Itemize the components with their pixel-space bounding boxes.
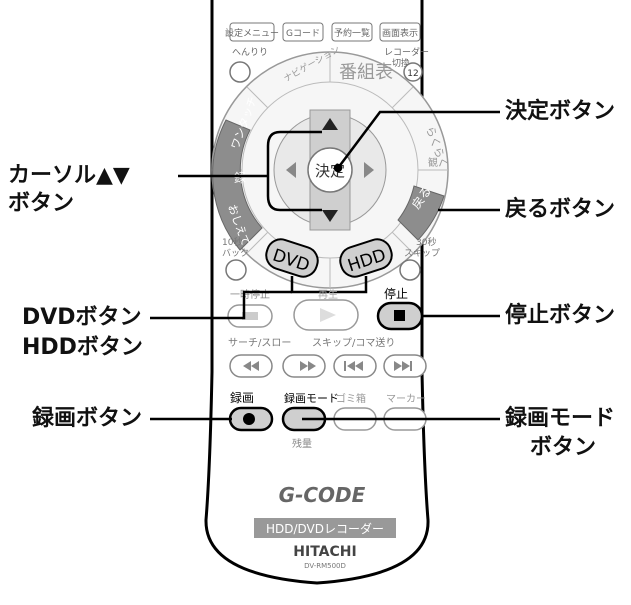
recorder-switch-button[interactable] [403, 62, 423, 82]
cursor-down-icon[interactable] [322, 210, 338, 222]
search-skip-icons [243, 361, 412, 371]
hdd-button[interactable] [337, 236, 396, 281]
rec-label: 録画 [230, 390, 254, 405]
trash-label: ゴミ箱 [336, 392, 366, 405]
skip-next-bar-icon [410, 361, 412, 371]
gcode-button[interactable] [282, 22, 324, 42]
cursor-buttons-callout-2: ボタン [8, 191, 75, 216]
display-button[interactable] [379, 22, 421, 42]
skip-next-arrow-icon [394, 361, 402, 371]
display-button-label: 画面表示 [382, 27, 418, 39]
callout-lines [150, 110, 500, 421]
pause-label: 一時停止 [230, 288, 270, 301]
skip-fwd-label-2: スキップ [404, 248, 440, 259]
dvd-hdd-callout-line [150, 290, 292, 320]
gcode-logo: G-CODE [279, 483, 366, 507]
dvd-button[interactable] [263, 236, 322, 281]
rec-mode-callout-2: ボタン [530, 435, 597, 460]
play-label: 再生 [318, 288, 338, 301]
rec-icon [243, 413, 255, 425]
cursor-right-icon[interactable] [364, 162, 374, 178]
enter-button-callout: 決定ボタン [505, 99, 616, 124]
recorder-number: 12 [407, 69, 418, 79]
skip-back-arrow-icon [347, 361, 355, 371]
left-ring-segment[interactable] [212, 119, 263, 251]
marker-label: マーカー [386, 393, 426, 405]
top-button-row: 設定メニュー Gコード 予約一覧 画面表示 [225, 22, 421, 42]
enter-button[interactable] [307, 147, 353, 193]
pause-icon [242, 312, 258, 320]
rec-mode-callout-1: 録画モード [505, 406, 616, 431]
ring-left-label-2: 録 [234, 170, 246, 185]
play-icon [320, 308, 336, 322]
skip-back-label-1: 10秒 [222, 236, 242, 248]
ff-icon [300, 361, 308, 371]
ring-right-label-2: 観 [428, 156, 438, 169]
search-slow-label: サーチ/スロー [228, 337, 291, 349]
rec-mode-label: 録画モード [284, 391, 339, 405]
skip-frame-label: スキップ/コマ送り [312, 336, 395, 349]
product-banner-text: HDD/DVDレコーダー [266, 521, 384, 536]
cursor-bracket-right [302, 130, 322, 212]
reservation-list-label: 予約一覧 [334, 27, 370, 39]
top-left-round-button[interactable] [229, 61, 251, 83]
skip-back-button[interactable] [225, 259, 247, 281]
dvd-button-callout: DVDボタン [22, 305, 142, 330]
product-banner-box [254, 518, 396, 538]
cursor-bracket [266, 130, 302, 212]
cursor-buttons-callout-1: カーソル▲▼ [8, 163, 130, 188]
top-left-small-label: へんりり [232, 47, 268, 58]
rewind-icon-2 [251, 361, 259, 371]
settings-menu-label: 設定メニュー [225, 27, 279, 39]
ff-icon-2 [308, 361, 316, 371]
dvd-hdd-bracket [290, 276, 368, 294]
settings-menu-button[interactable] [229, 22, 275, 42]
ring-top-label: 番組表 [339, 62, 393, 83]
brand-logo: HITACHI [293, 544, 356, 560]
stop-icon [394, 310, 405, 321]
skip-fwd-label-1: 30秒 [416, 236, 436, 248]
remain-label: 残量 [292, 437, 312, 450]
enter-callout-dot [333, 163, 343, 173]
skip-back-label-2: バック [222, 248, 249, 259]
skip-back-bar-icon [344, 361, 346, 371]
hdd-button-callout: HDDボタン [22, 335, 143, 360]
rec-button-callout: 録画ボタン [32, 406, 143, 431]
cursor-up-icon[interactable] [322, 118, 338, 130]
cursor-left-icon[interactable] [286, 162, 296, 178]
skip-forward-button[interactable] [399, 259, 421, 281]
gcode-button-label: Gコード [286, 29, 320, 39]
rewind-icon [243, 361, 251, 371]
model-number: DV-RM500D [304, 562, 346, 570]
return-button-callout: 戻るボタン [505, 197, 616, 222]
enter-callout-line [337, 110, 500, 169]
recorder-switch-label: レコーダー [384, 46, 429, 58]
skip-next-arrow-icon-2 [402, 361, 410, 371]
stop-label: 停止 [384, 286, 408, 301]
reservation-list-button[interactable] [331, 22, 373, 42]
stop-button-callout: 停止ボタン [505, 303, 616, 328]
skip-back-arrow-icon-2 [355, 361, 363, 371]
